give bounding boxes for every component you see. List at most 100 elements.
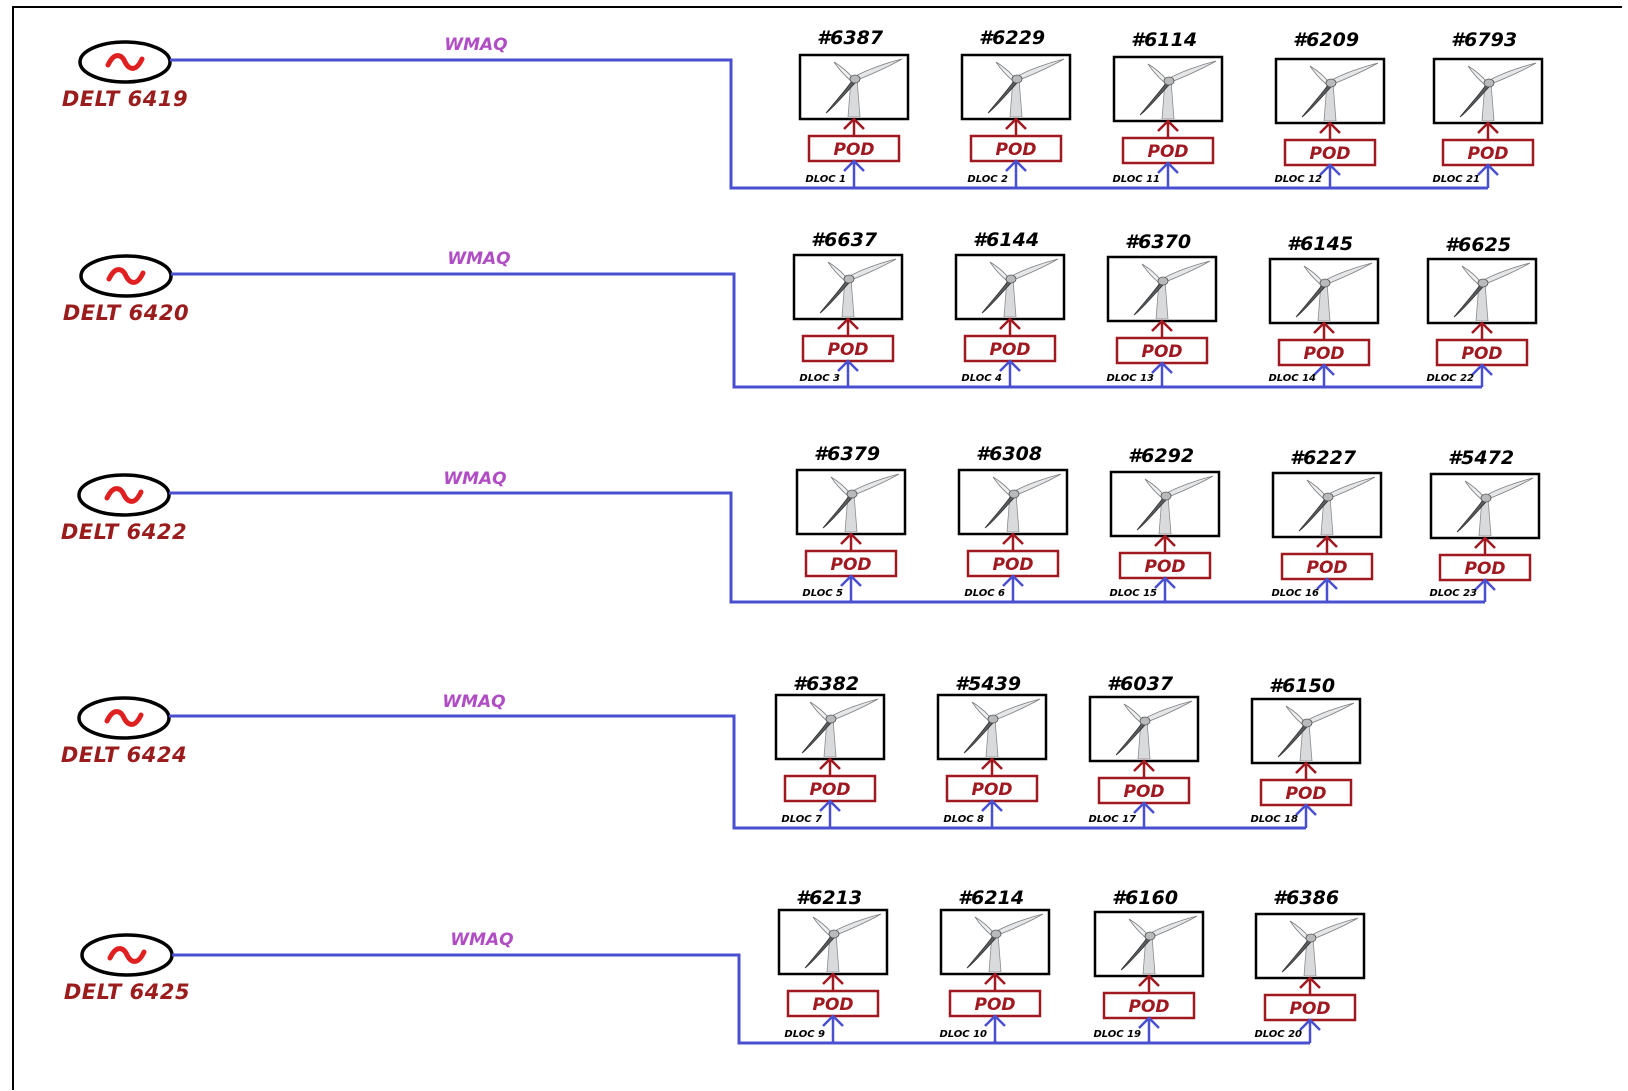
feeder-label: WMAQ [447, 249, 510, 269]
collector-to-pod-arrow-head [1002, 574, 1024, 587]
pod-box [1263, 993, 1357, 1022]
pod-label: POD [1144, 557, 1185, 577]
dloc-label: DLOC 5 [802, 588, 843, 599]
pod-to-turbine-arrow-head [1157, 119, 1179, 132]
pod-to-turbine-arrow-head [984, 972, 1006, 985]
collector-to-pod-arrow-head [1005, 159, 1027, 172]
dloc-label: DLOC 10 [939, 1029, 987, 1040]
feeder-label: WMAQ [450, 930, 513, 950]
pod-box [1097, 776, 1191, 805]
pod-label: POD [1147, 142, 1188, 162]
pod-to-turbine-arrow-head [1133, 759, 1155, 772]
dloc-label: DLOC 3 [799, 373, 840, 384]
feeder-line [169, 714, 1306, 830]
pod-to-turbine-arrow-head [1319, 121, 1341, 134]
turbine-id: #6308 [976, 443, 1042, 465]
pod-to-turbine-arrow-head [1299, 976, 1321, 989]
pod-box [1115, 336, 1209, 365]
pod-box [783, 774, 877, 803]
dloc-label: DLOC 7 [781, 814, 822, 825]
turbine-id: #6370 [1125, 231, 1191, 253]
ac-wave-icon [106, 267, 146, 285]
pod-label: POD [830, 555, 871, 575]
turbine-id: #6292 [1128, 445, 1194, 467]
generator-symbol [77, 696, 171, 740]
generator-label: DELT 6425 [64, 980, 190, 1004]
dloc-label: DLOC 6 [964, 588, 1005, 599]
ac-wave-icon [104, 486, 144, 504]
turbine-id: #6793 [1451, 29, 1517, 51]
pod-label: POD [1303, 344, 1344, 364]
feeder-label: WMAQ [444, 35, 507, 55]
collector-to-pod-arrow-head [981, 799, 1003, 812]
generator-label: DELT 6424 [61, 743, 187, 767]
pod-to-turbine-arrow-head [837, 317, 859, 330]
turbine-id: #5472 [1448, 447, 1514, 469]
generator-label: DELT 6419 [62, 87, 188, 111]
turbine-id: #5439 [955, 673, 1021, 695]
generator-label: DELT 6420 [63, 301, 189, 325]
collector-to-pod-arrow-head [999, 359, 1021, 372]
pod-to-turbine-arrow-head [981, 757, 1003, 770]
pod-box [1283, 138, 1377, 167]
pod-box [1441, 138, 1535, 167]
collector-to-pod-arrow-head [843, 159, 865, 172]
turbine-id: #6382 [793, 673, 859, 695]
feeder-label: WMAQ [443, 469, 506, 489]
pod-label: POD [1467, 144, 1508, 164]
ac-wave-icon [107, 946, 147, 964]
pod-box [1121, 136, 1215, 165]
pod-to-turbine-arrow-head [1316, 535, 1338, 548]
dloc-label: DLOC 17 [1088, 814, 1136, 825]
pod-label: POD [1461, 344, 1502, 364]
pod-label: POD [809, 780, 850, 800]
dloc-label: DLOC 14 [1268, 373, 1316, 384]
turbine-id: #6145 [1287, 233, 1353, 255]
turbine-id: #6387 [817, 27, 884, 49]
collector-to-pod-arrow-head [1471, 363, 1493, 376]
feeder-line [169, 491, 1485, 604]
dloc-label: DLOC 18 [1250, 814, 1298, 825]
dloc-label: DLOC 13 [1106, 373, 1154, 384]
dloc-label: DLOC 23 [1429, 588, 1477, 599]
generator-symbol [78, 40, 172, 84]
turbine-id: #6150 [1269, 675, 1335, 697]
collector-to-pod-arrow-head [1295, 803, 1317, 816]
pod-to-turbine-arrow-head [1154, 534, 1176, 547]
turbine-id: #6114 [1131, 29, 1197, 51]
pod-label: POD [1123, 782, 1164, 802]
collector-to-pod-arrow-head [1133, 801, 1155, 814]
diagram-frame [12, 6, 1622, 1090]
collector-to-pod-arrow-head [1319, 163, 1341, 176]
generator-symbol [79, 254, 173, 298]
dloc-label: DLOC 4 [961, 373, 1002, 384]
dloc-label: DLOC 21 [1432, 174, 1480, 185]
ac-wave-icon [104, 709, 144, 727]
pod-label: POD [974, 995, 1015, 1015]
pod-box [801, 334, 895, 363]
dloc-label: DLOC 16 [1271, 588, 1319, 599]
pod-label: POD [1309, 144, 1350, 164]
turbine-id: #6213 [796, 887, 862, 909]
pod-box [1259, 778, 1353, 807]
turbine-id: #6379 [814, 443, 880, 465]
collector-to-pod-arrow-head [822, 1014, 844, 1027]
